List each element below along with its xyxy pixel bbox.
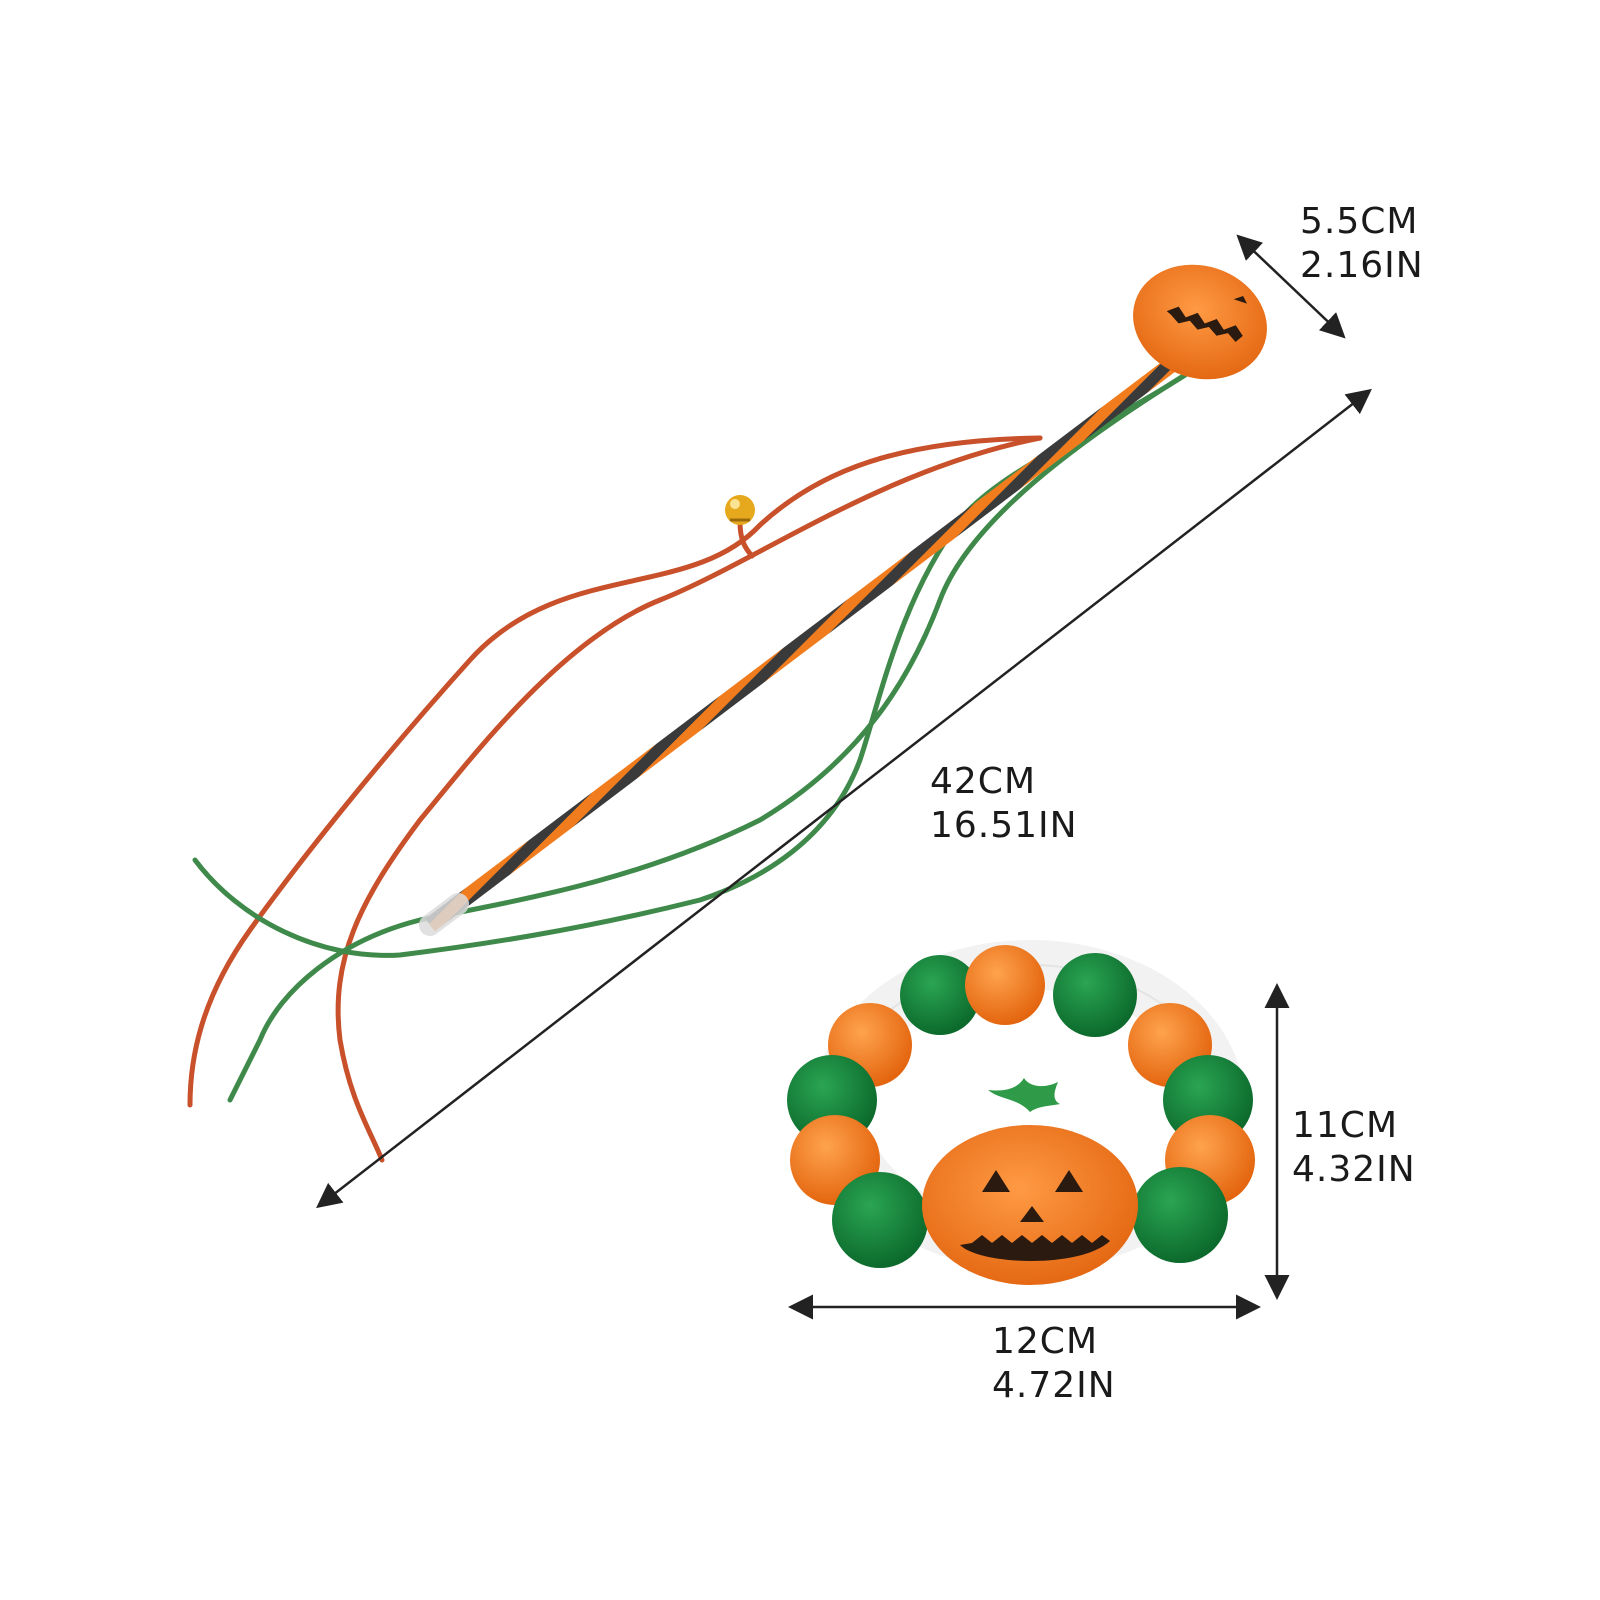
dimension-arrows bbox=[316, 234, 1372, 1320]
pumpkin-collar-icon bbox=[787, 940, 1255, 1285]
collar-width-label: 12CM 4.72IN bbox=[992, 1320, 1116, 1408]
red-string bbox=[187, 435, 1043, 1163]
wand-length-imperial: 16.51IN bbox=[930, 805, 1078, 846]
head-width-label: 5.5CM 2.16IN bbox=[1300, 200, 1424, 288]
collar-pumpkin-charm bbox=[922, 1078, 1138, 1285]
wand-pumpkin-head bbox=[1133, 264, 1267, 380]
collar-pompoms bbox=[787, 945, 1255, 1268]
bell-icon bbox=[725, 495, 755, 525]
collar-width-metric: 12CM bbox=[992, 1321, 1099, 1362]
wand-length-metric: 42CM bbox=[930, 761, 1037, 802]
collar-height-imperial: 4.32IN bbox=[1292, 1149, 1416, 1190]
collar-width-imperial: 4.72IN bbox=[992, 1365, 1116, 1406]
collar-height-label: 11CM 4.32IN bbox=[1292, 1104, 1416, 1192]
head-width-imperial: 2.16IN bbox=[1300, 245, 1424, 286]
collar-height-metric: 11CM bbox=[1292, 1105, 1399, 1146]
head-width-metric: 5.5CM bbox=[1300, 201, 1419, 242]
wand-length-arrow bbox=[316, 388, 1372, 1209]
wand-length-label: 42CM 16.51IN bbox=[930, 760, 1078, 848]
head-width-arrow bbox=[1236, 234, 1346, 339]
